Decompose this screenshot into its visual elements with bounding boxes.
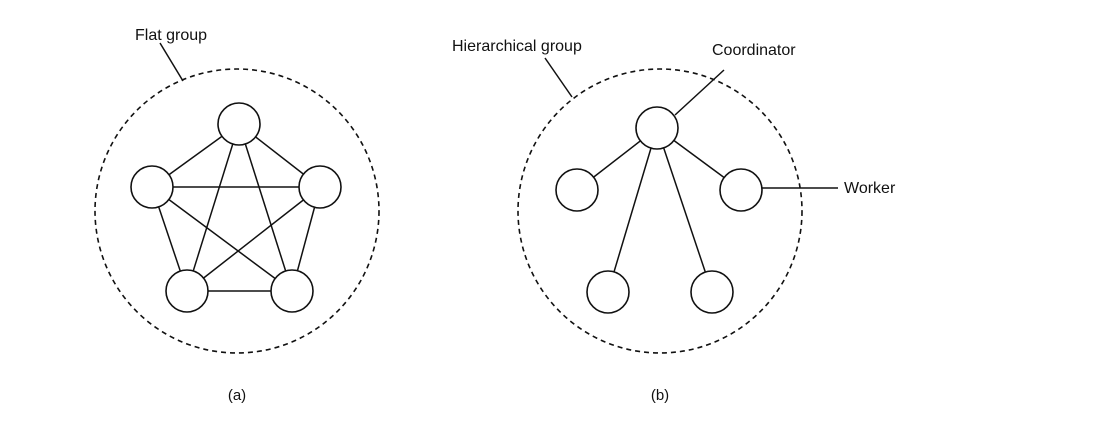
hierarchical-group-caption: (b) [651, 387, 669, 404]
hierarchical-group-edges [576, 127, 742, 293]
flat-group-label: Flat group [135, 27, 207, 44]
worker-node [555, 168, 599, 212]
edge [186, 186, 321, 292]
hierarchical-group-label: Hierarchical group [452, 38, 582, 55]
process-node [165, 269, 209, 313]
process-node [270, 269, 314, 313]
process-node [217, 102, 261, 146]
coordinator-pointer [674, 69, 725, 116]
process-node [298, 165, 342, 209]
hierarchical-group-boundary [517, 68, 803, 354]
hierarchical-group-pointer [544, 57, 573, 98]
worker-node [719, 168, 763, 212]
flat-group-caption: (a) [228, 387, 246, 404]
worker-label: Worker [844, 180, 896, 197]
coordinator-node [635, 106, 679, 150]
edge [656, 127, 713, 293]
flat-group-pointer [159, 42, 184, 82]
coordinator-label: Coordinator [712, 42, 796, 59]
worker-node [690, 270, 734, 314]
hierarchical-group-processes [555, 106, 763, 314]
worker-node [586, 270, 630, 314]
hierarchical-group-panel: Hierarchical group Coordinator Worker (b… [452, 38, 896, 404]
flat-group-edges [151, 123, 321, 292]
edge [238, 123, 293, 292]
flat-group-boundary [94, 68, 380, 354]
flat-group-panel: Flat group (a) [94, 27, 380, 404]
edge [151, 186, 293, 292]
edge [186, 123, 240, 292]
flat-group-processes [130, 102, 342, 313]
process-node [130, 165, 174, 209]
edge [607, 127, 658, 293]
